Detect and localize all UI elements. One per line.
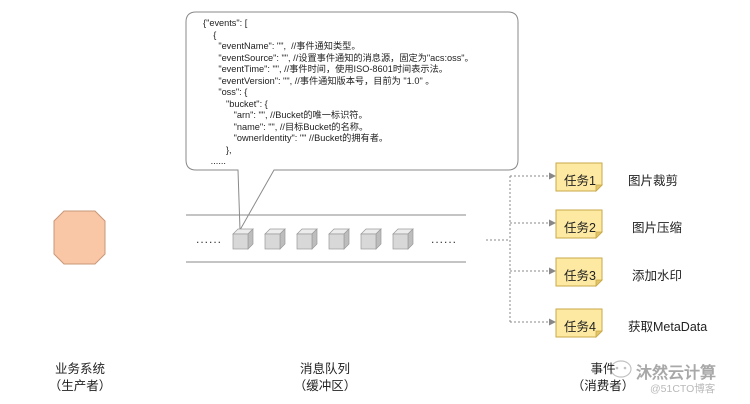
message-cube [392, 228, 414, 250]
queue-label: 消息队列 （缓冲区） [285, 361, 365, 395]
code-line: "ownerIdentity": "" //Bucket的拥有者。 [203, 133, 389, 143]
consumer-label-line1: 事件 [590, 362, 616, 376]
task-connectors [486, 175, 553, 323]
code-line: {"events": [ [203, 18, 248, 28]
task-4-tag: 任务4 [564, 320, 596, 334]
task-1-tag: 任务1 [564, 174, 596, 188]
task-arrowheads [549, 172, 556, 326]
code-line: "name": "", //目标Bucket的名称。 [203, 121, 369, 132]
code-line: { [203, 29, 217, 40]
consumer-label: 事件 （消费者） [563, 361, 643, 395]
task-note-2 [555, 209, 603, 239]
code-line: "eventSource": "", //设置事件通知的消息源，固定为"acs:… [203, 52, 474, 63]
code-line: }, [203, 144, 232, 155]
task-3-tag: 任务3 [564, 269, 596, 283]
watermark-site: @51CTO博客 [650, 383, 716, 395]
queue-label-line2: （缓冲区） [293, 378, 357, 393]
code-line: ...... [203, 156, 226, 166]
task-note-4 [555, 308, 603, 338]
producer-label-line1: 业务系统 [54, 362, 105, 376]
queue-label-line1: 消息队列 [299, 362, 350, 376]
message-cube [328, 228, 350, 250]
event-json-callout [185, 11, 519, 232]
consumer-label-line2: （消费者） [571, 378, 635, 393]
task-4-desc: 获取MetaData [628, 320, 708, 334]
producer-label: 业务系统 （生产者） [40, 361, 120, 395]
code-line: "arn": "", //Bucket的唯一标识符。 [203, 110, 368, 120]
message-cube [360, 228, 382, 250]
message-cubes [232, 228, 414, 250]
task-2-tag: 任务2 [564, 221, 596, 235]
watermark-brand: 沐然云计算 [636, 365, 717, 382]
producer-octagon [53, 210, 106, 265]
code-line: "eventTime": "", //事件时间，使用ISO-8601时间表示法。 [203, 64, 448, 74]
code-line: "oss": { [203, 87, 248, 97]
code-line: "eventVersion": "", //事件通知版本号，目前为 "1.0" … [203, 75, 435, 86]
task-note-1 [555, 162, 603, 192]
task-note-3 [555, 257, 603, 287]
code-line: "bucket": { [203, 98, 268, 109]
producer-label-line2: （生产者） [48, 378, 112, 393]
code-line: "eventName": "", //事件通知类型。 [203, 41, 361, 51]
queue-ellipsis-right: ...... [431, 232, 458, 246]
task-3-desc: 添加水印 [632, 269, 683, 283]
wechat-watermark-icon [610, 360, 632, 378]
message-cube [232, 228, 254, 250]
queue-ellipsis-left: ...... [196, 232, 223, 246]
task-2-desc: 图片压缩 [632, 221, 683, 235]
message-cube [264, 228, 286, 250]
message-cube [296, 228, 318, 250]
task-1-desc: 图片裁剪 [628, 174, 679, 188]
